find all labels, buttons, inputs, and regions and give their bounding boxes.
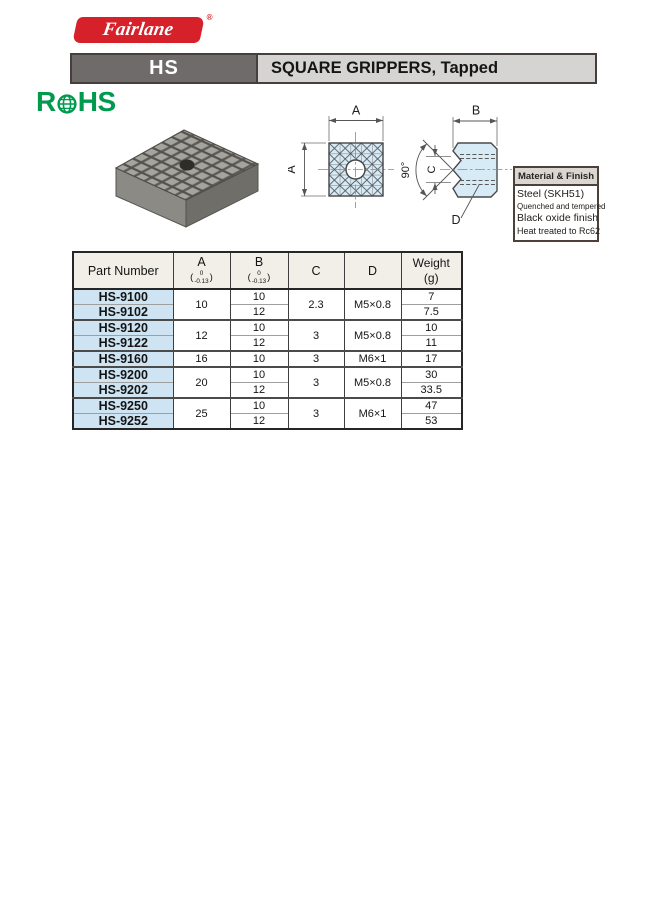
- dim-c-cell: 3: [287, 366, 344, 398]
- dim-a-cell: 25: [172, 397, 230, 429]
- part-number-cell: HS-9102: [72, 304, 173, 320]
- dim-b-cell: 12: [229, 413, 288, 429]
- dim-a-cell: 16: [172, 350, 230, 367]
- weight-cell: 33.5: [400, 382, 462, 398]
- table-header-row: Part Number A (0-0.13) B (0-0.13) C D We…: [72, 252, 462, 290]
- page-title: SQUARE GRIPPERS, Tapped: [258, 55, 595, 82]
- weight-cell: 10: [400, 319, 462, 336]
- material-line: Quenched and tempered: [517, 201, 606, 211]
- table-row: HS-9120 12 10 3 M5×0.8 10: [72, 319, 462, 351]
- dim-b-cell: 12: [229, 304, 288, 320]
- dim-a-cell: 10: [172, 288, 230, 320]
- weight-cell: 30: [400, 366, 462, 383]
- fairlane-logo-text: Fairlane: [101, 19, 176, 40]
- part-number-cell: HS-9200: [72, 366, 173, 383]
- dim-b-cell: 10: [229, 366, 288, 383]
- dim-a-cell: 12: [172, 319, 230, 351]
- table-row: HS-9160 16 10 3 M6×1 17: [72, 350, 462, 367]
- dim-b-cell: 12: [229, 382, 288, 398]
- thread-cell: M5×0.8: [343, 366, 401, 398]
- weight-cell: 53: [400, 413, 462, 429]
- registered-mark: ®: [206, 13, 213, 22]
- dim-b-cell: 10: [229, 319, 288, 336]
- weight-cell: 47: [400, 397, 462, 414]
- series-header-bar: HS SQUARE GRIPPERS, Tapped: [70, 53, 597, 84]
- material-line: Steel (SKH51): [517, 188, 585, 200]
- part-number-cell: HS-9160: [72, 350, 173, 367]
- thread-cell: M6×1: [343, 350, 401, 367]
- rohs-r: R: [36, 86, 56, 117]
- material-line: Black oxide finish: [517, 212, 599, 225]
- weight-cell: 11: [400, 335, 462, 351]
- dim-b-cell: 12: [229, 335, 288, 351]
- part-number-cell: HS-9252: [72, 413, 173, 429]
- dim-b-cell: 10: [229, 288, 288, 305]
- material-finish-box: Material & Finish Steel (SKH51) Quenched…: [513, 166, 606, 243]
- dim-c-cell: 3: [287, 397, 344, 429]
- thread-cell: M5×0.8: [343, 319, 401, 351]
- material-line: Heat treated to Rc62: [517, 225, 601, 236]
- col-a: A (0-0.13): [172, 252, 230, 290]
- col-part-number: Part Number: [72, 252, 173, 290]
- part-number-cell: HS-9122: [72, 335, 173, 351]
- dim-c-cell: 2.3: [287, 288, 344, 320]
- dim-c-cell: 3: [287, 350, 344, 367]
- globe-icon: [57, 93, 77, 114]
- table-row: HS-9122 12 11: [72, 335, 462, 351]
- series-code: HS: [72, 55, 258, 82]
- weight-cell: 7: [400, 288, 462, 305]
- material-finish-title: Material & Finish: [515, 168, 597, 186]
- dim-b-cell: 10: [229, 397, 288, 414]
- table-row: HS-9202 12 33.5: [72, 382, 462, 398]
- weight-cell: 17: [400, 350, 462, 367]
- dim-a-left-label: A: [288, 165, 298, 174]
- rohs-hs: HS: [77, 86, 116, 117]
- dim-c-label: C: [426, 165, 438, 173]
- thread-cell: M5×0.8: [343, 288, 401, 320]
- table-row: HS-9250 25 10 3 M6×1 47: [72, 397, 462, 429]
- angle-90-label: 90°: [400, 162, 412, 179]
- part-number-cell: HS-9202: [72, 382, 173, 398]
- thread-cell: M6×1: [343, 397, 401, 429]
- dim-d-label: D: [451, 213, 460, 227]
- table-row: HS-9100 10 10 2.3 M5×0.8 7: [72, 288, 462, 320]
- part-number-cell: HS-9120: [72, 319, 173, 336]
- side-view-drawing: B 90° C D: [400, 104, 512, 227]
- dim-a-top-label: A: [352, 104, 361, 118]
- dim-b-cell: 10: [229, 350, 288, 367]
- dim-b-label: B: [472, 104, 480, 118]
- table-row: HS-9252 12 53: [72, 413, 462, 429]
- spec-table: Part Number A (0-0.13) B (0-0.13) C D We…: [72, 251, 463, 430]
- table-row: HS-9102 12 7.5: [72, 304, 462, 320]
- col-d: D: [343, 252, 401, 290]
- part-number-cell: HS-9250: [72, 397, 173, 414]
- table-row: HS-9200 20 10 3 M5×0.8 30: [72, 366, 462, 398]
- col-c: C: [287, 252, 344, 290]
- weight-cell: 7.5: [400, 304, 462, 320]
- dim-a-cell: 20: [172, 366, 230, 398]
- part-number-cell: HS-9100: [72, 288, 173, 305]
- top-view-drawing: A A: [288, 104, 394, 208]
- col-weight: Weight(g): [400, 252, 462, 290]
- fairlane-logo: Fairlane ®: [72, 13, 213, 43]
- product-photo: [114, 129, 260, 228]
- col-b: B (0-0.13): [229, 252, 288, 290]
- dim-c-cell: 3: [287, 319, 344, 351]
- rohs-logo: R HS: [36, 88, 116, 116]
